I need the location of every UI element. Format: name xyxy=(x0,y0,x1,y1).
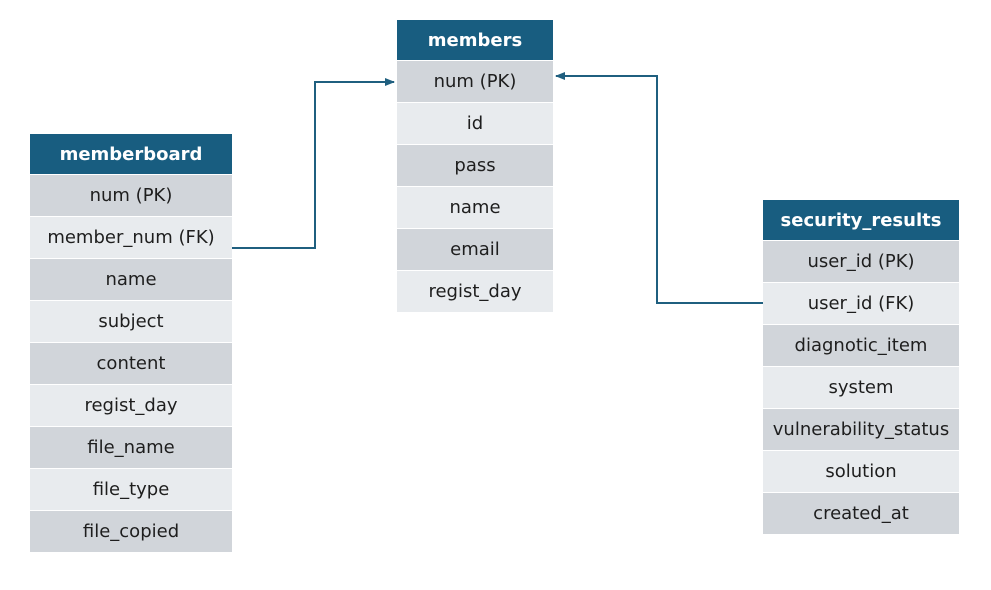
table-row: id xyxy=(397,103,553,145)
table-row: solution xyxy=(763,451,959,493)
table-row: created_at xyxy=(763,493,959,535)
table-row: file_type xyxy=(30,469,232,511)
table-row: vulnerability_status xyxy=(763,409,959,451)
security-results-table: security_results user_id (PK) user_id (F… xyxy=(763,200,959,535)
table-row: num (PK) xyxy=(30,175,232,217)
table-row: name xyxy=(397,187,553,229)
table-row: content xyxy=(30,343,232,385)
table-row: num (PK) xyxy=(397,61,553,103)
table-row: pass xyxy=(397,145,553,187)
table-row: user_id (FK) xyxy=(763,283,959,325)
table-row: regist_day xyxy=(30,385,232,427)
table-row: regist_day xyxy=(397,271,553,313)
memberboard-table: memberboard num (PK) member_num (FK) nam… xyxy=(30,134,232,553)
table-row: member_num (FK) xyxy=(30,217,232,259)
table-header: security_results xyxy=(763,200,959,241)
fk-connector-security-results-members xyxy=(555,72,763,304)
table-header: members xyxy=(397,20,553,61)
table-row: user_id (PK) xyxy=(763,241,959,283)
table-row: email xyxy=(397,229,553,271)
table-row: subject xyxy=(30,301,232,343)
table-row: file_copied xyxy=(30,511,232,553)
members-table: members num (PK) id pass name email regi… xyxy=(397,20,553,313)
table-header: memberboard xyxy=(30,134,232,175)
fk-connector-memberboard-members xyxy=(232,78,395,249)
table-row: diagnotic_item xyxy=(763,325,959,367)
table-row: name xyxy=(30,259,232,301)
table-row: system xyxy=(763,367,959,409)
table-row: file_name xyxy=(30,427,232,469)
